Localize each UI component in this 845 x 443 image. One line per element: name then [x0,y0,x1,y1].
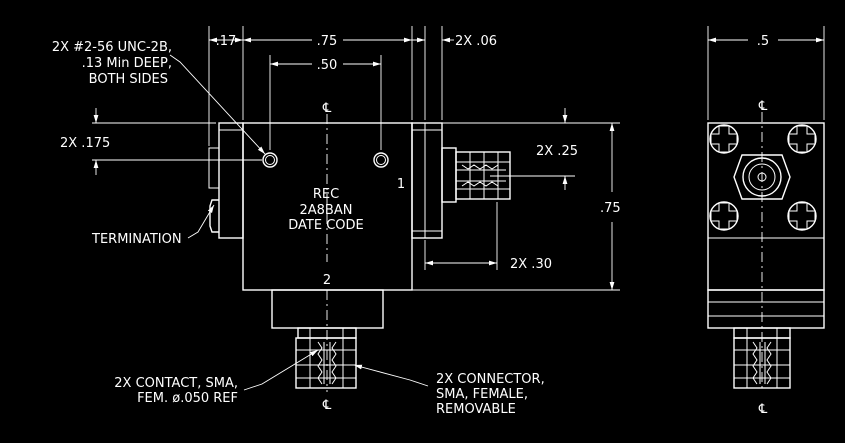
screw-top-left [709,124,739,154]
note-tapped-hole-2: .13 Min DEEP, [82,56,172,71]
dim-17: .17 [216,34,237,49]
port-2-label: 2 [323,273,331,288]
dim-2x-175: 2X .175 [60,136,110,151]
bottom-sma-connector [271,289,384,389]
right-sma-connector [441,147,511,203]
port-1-label: 1 [397,177,405,192]
screw-bottom-right [787,201,817,231]
dim-75-top: .75 [317,34,338,49]
marking-rec: REC [313,187,339,202]
left-flange-step [208,147,220,189]
note-connector-1: 2X CONNECTOR, [436,372,545,387]
front-view: REC 2A8BAN DATE CODE 1 2 ℄ ℄ [208,101,511,413]
right-flange [411,122,443,239]
screw-bottom-left [709,201,739,231]
note-termination: TERMINATION [91,232,182,247]
tapped-hole-left [262,152,278,168]
termination-lug [209,199,219,233]
marking-date-code: DATE CODE [288,218,364,233]
note-connector-2: SMA, FEMALE, [436,387,528,402]
note-connector-3: REMOVABLE [436,402,516,417]
marking-part-number: 2A8BAN [300,203,353,218]
note-contact-1: 2X CONTACT, SMA, [114,376,238,391]
front-dimensions: .17 .75 2X .06 .50 2X .175 2X #2-56 UNC-… [52,26,621,417]
note-contact-2: FEM. ø.050 REF [137,391,238,406]
note-tapped-hole-3: BOTH SIDES [89,72,168,87]
dim-5: .5 [757,34,769,49]
side-flange-bottom [707,289,825,329]
dim-75-right: .75 [600,201,621,216]
centerline-symbol-top: ℄ [322,101,332,116]
dim-2x-30: 2X .30 [510,257,552,272]
dim-50: .50 [317,58,338,73]
dim-2x-25: 2X .25 [536,144,578,159]
dim-2x-06: 2X .06 [455,34,497,49]
side-view: ℄ ℄ .5 [707,26,825,417]
side-centerline-symbol-bottom: ℄ [758,402,768,417]
screw-top-right [787,124,817,154]
tapped-hole-right [373,152,389,168]
note-tapped-hole-1: 2X #2-56 UNC-2B, [52,40,172,55]
centerline-symbol-bottom: ℄ [322,398,332,413]
side-centerline-symbol-top: ℄ [758,99,768,114]
left-flange [218,122,244,239]
